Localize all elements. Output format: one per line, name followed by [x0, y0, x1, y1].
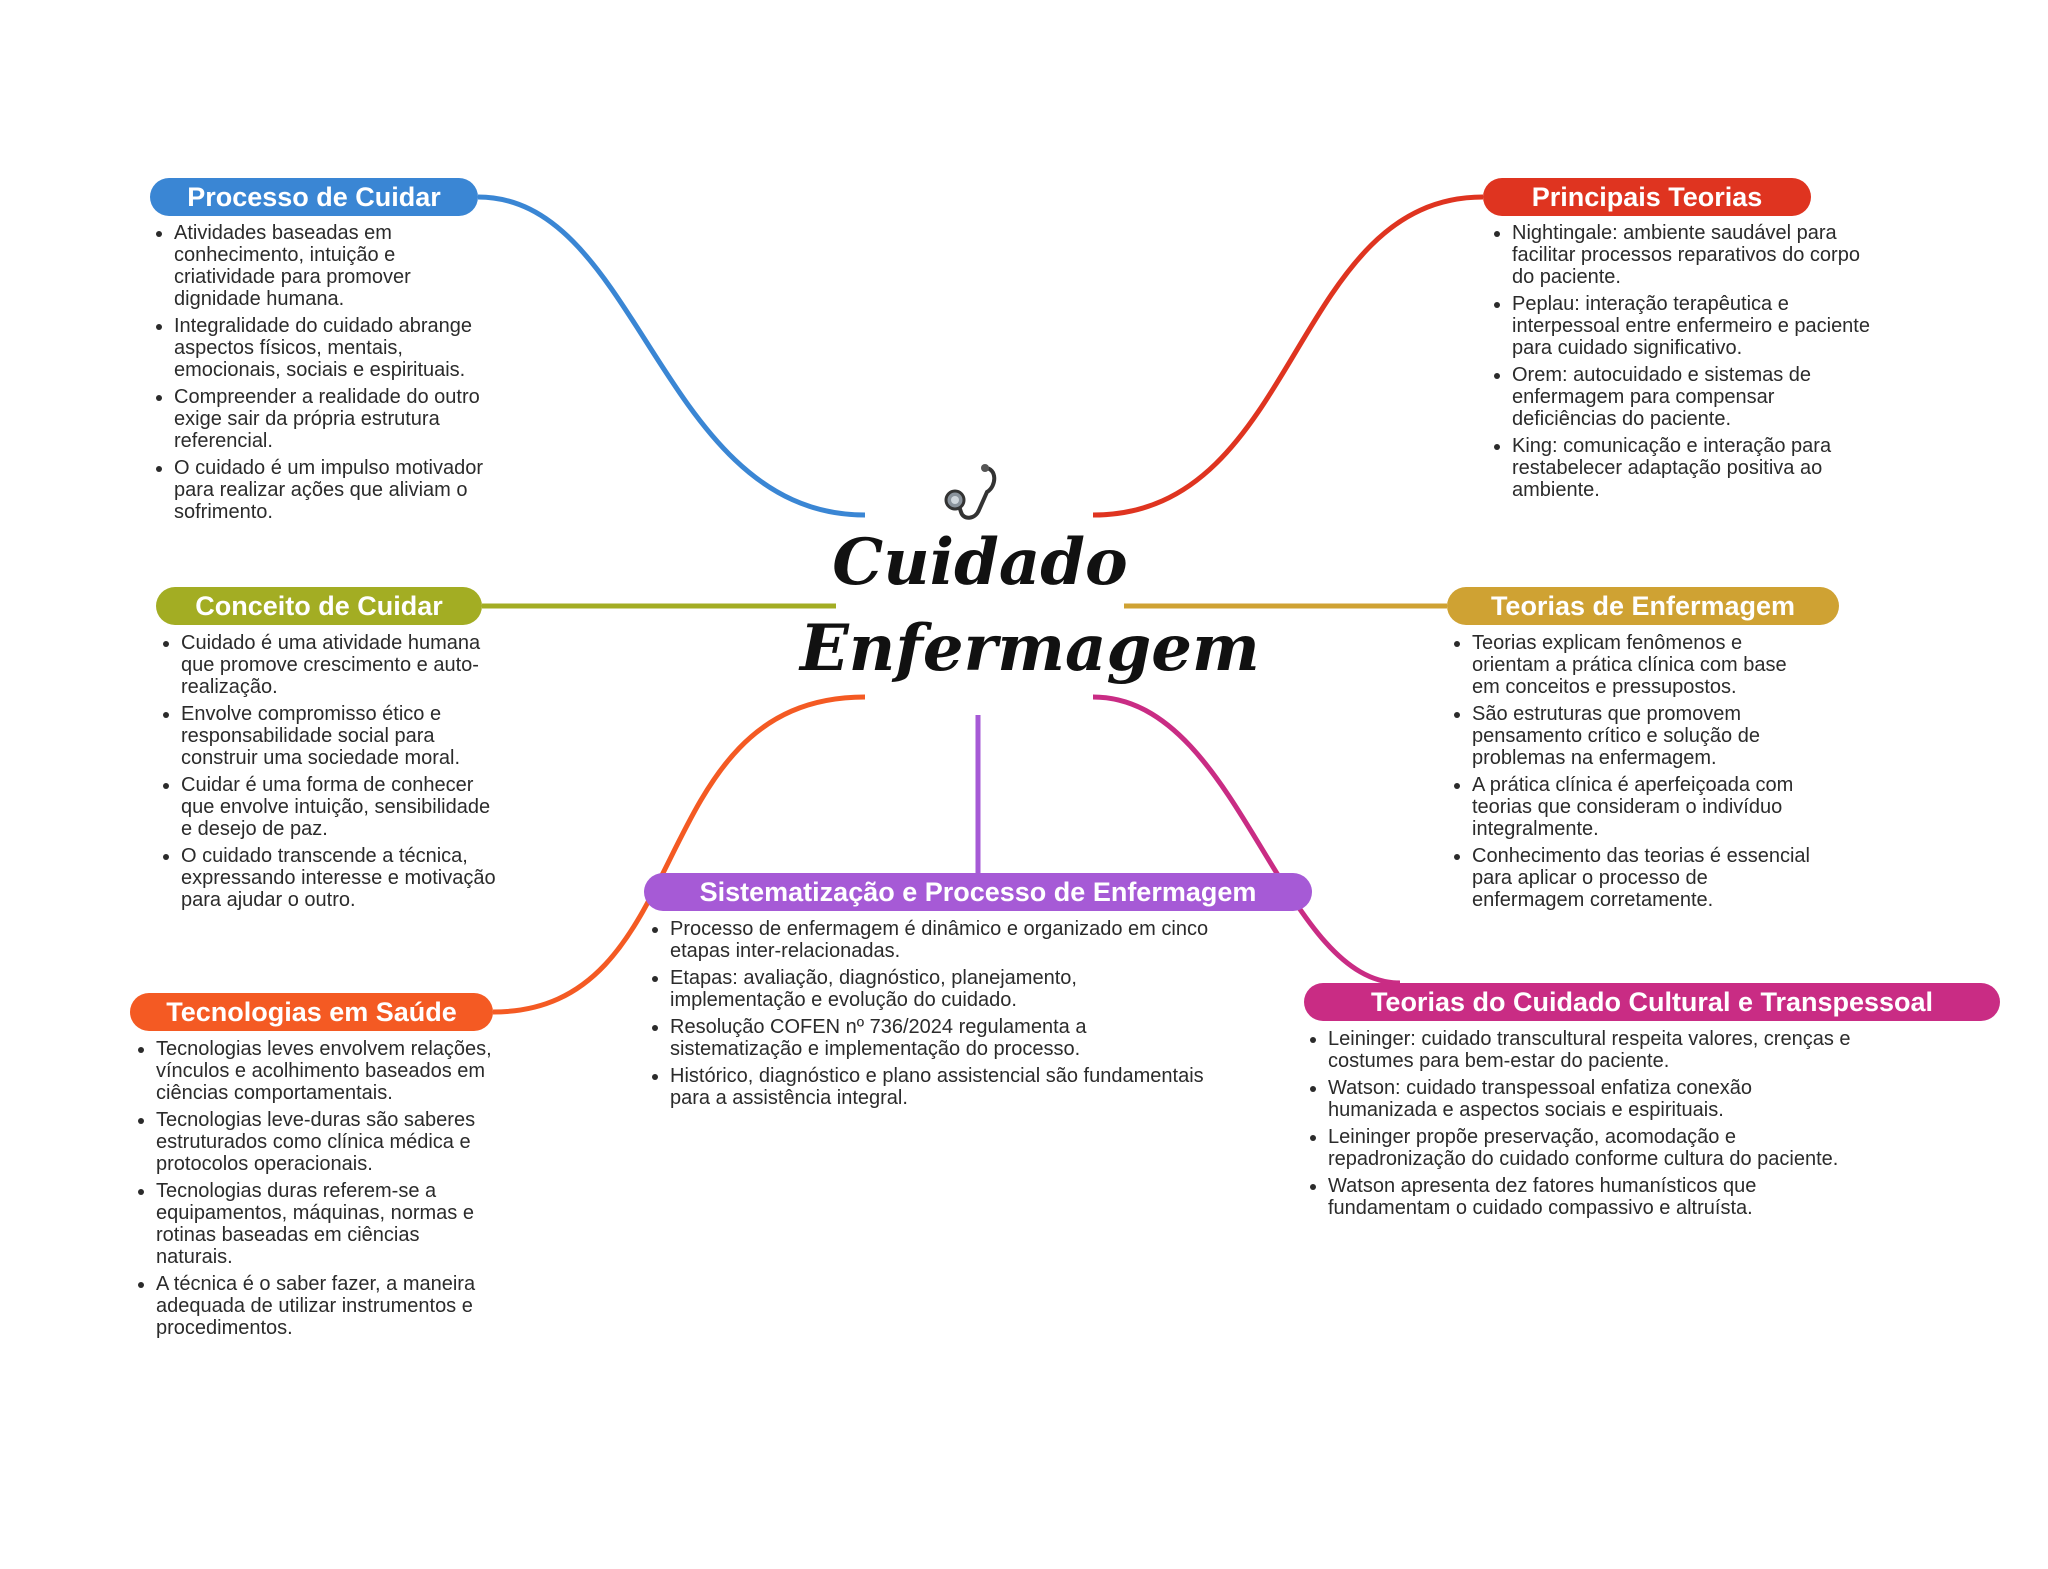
branch-list-principais-teorias: Nightingale: ambiente saudável para faci… — [1490, 222, 1872, 506]
list-item: Leininger: cuidado transcultural respeit… — [1328, 1028, 1853, 1072]
list-item: Tecnologias duras referem-se a equipamen… — [156, 1180, 496, 1268]
connector-principais-teorias — [1092, 194, 1484, 518]
list-item: O cuidado é um impulso motivador para re… — [174, 457, 492, 523]
list-item: Conhecimento das teorias é essencial par… — [1472, 845, 1812, 911]
branch-title-cuidado-cultural: Teorias do Cuidado Cultural e Transpesso… — [1304, 983, 2000, 1021]
list-item: Etapas: avaliação, diagnóstico, planejam… — [670, 967, 1210, 1011]
list-item: Peplau: interação terapêutica e interpes… — [1512, 293, 1872, 359]
branch-title-principais-teorias: Principais Teorias — [1483, 178, 1811, 216]
list-item: A técnica é o saber fazer, a maneira ade… — [156, 1273, 496, 1339]
list-item: Tecnologias leve-duras são saberes estru… — [156, 1109, 496, 1175]
central-topic-line1: Cuidado — [832, 525, 1128, 600]
list-item: Teorias explicam fenômenos e orientam a … — [1472, 632, 1812, 698]
list-item: King: comunicação e interação para resta… — [1512, 435, 1872, 501]
central-topic-line2: Enfermagem — [800, 611, 1260, 686]
list-item: Envolve compromisso ético e responsabili… — [181, 703, 499, 769]
stethoscope-icon — [944, 464, 997, 520]
list-item: Histórico, diagnóstico e plano assistenc… — [670, 1065, 1210, 1109]
branch-list-sistematizacao: Processo de enfermagem é dinâmico e orga… — [648, 918, 1210, 1114]
list-item: Resolução COFEN nº 736/2024 regulamenta … — [670, 1016, 1210, 1060]
list-item: Nightingale: ambiente saudável para faci… — [1512, 222, 1872, 288]
list-item: Leininger propõe preservação, acomodação… — [1328, 1126, 1853, 1170]
central-topic: Cuidado Enfermagem — [800, 520, 1260, 692]
list-item: São estruturas que promovem pensamento c… — [1472, 703, 1812, 769]
list-item: Cuidado é uma atividade humana que promo… — [181, 632, 499, 698]
list-item: A prática clínica é aperfeiçoada com teo… — [1472, 774, 1812, 840]
branch-title-processo-cuidar: Processo de Cuidar — [150, 178, 478, 216]
list-item: Watson apresenta dez fatores humanístico… — [1328, 1175, 1853, 1219]
connector-cuidado-cultural — [1092, 694, 1401, 986]
list-item: Watson: cuidado transpessoal enfatiza co… — [1328, 1077, 1853, 1121]
list-item: O cuidado transcende a técnica, expressa… — [181, 845, 499, 911]
branch-title-conceito-cuidar: Conceito de Cuidar — [156, 587, 482, 625]
branch-list-teorias-enfermagem: Teorias explicam fenômenos e orientam a … — [1450, 632, 1812, 916]
branch-list-processo-cuidar: Atividades baseadas em conhecimento, int… — [152, 222, 492, 528]
connector-processo-cuidar — [477, 194, 866, 518]
list-item: Orem: autocuidado e sistemas de enfermag… — [1512, 364, 1872, 430]
list-item: Cuidar é uma forma de conhecer que envol… — [181, 774, 499, 840]
list-item: Compreender a realidade do outro exige s… — [174, 386, 492, 452]
list-item: Tecnologias leves envolvem relações, vín… — [156, 1038, 496, 1104]
branch-list-conceito-cuidar: Cuidado é uma atividade humana que promo… — [159, 632, 499, 916]
branch-title-teorias-enfermagem: Teorias de Enfermagem — [1447, 587, 1839, 625]
branch-title-tecnologias-saude: Tecnologias em Saúde — [130, 993, 493, 1031]
branch-list-tecnologias-saude: Tecnologias leves envolvem relações, vín… — [134, 1038, 496, 1344]
branch-list-cuidado-cultural: Leininger: cuidado transcultural respeit… — [1306, 1028, 1853, 1224]
list-item: Processo de enfermagem é dinâmico e orga… — [670, 918, 1210, 962]
branch-title-sistematizacao: Sistematização e Processo de Enfermagem — [644, 873, 1312, 911]
connector-tecnologias-saude — [492, 694, 866, 1015]
list-item: Atividades baseadas em conhecimento, int… — [174, 222, 492, 310]
list-item: Integralidade do cuidado abrange aspecto… — [174, 315, 492, 381]
